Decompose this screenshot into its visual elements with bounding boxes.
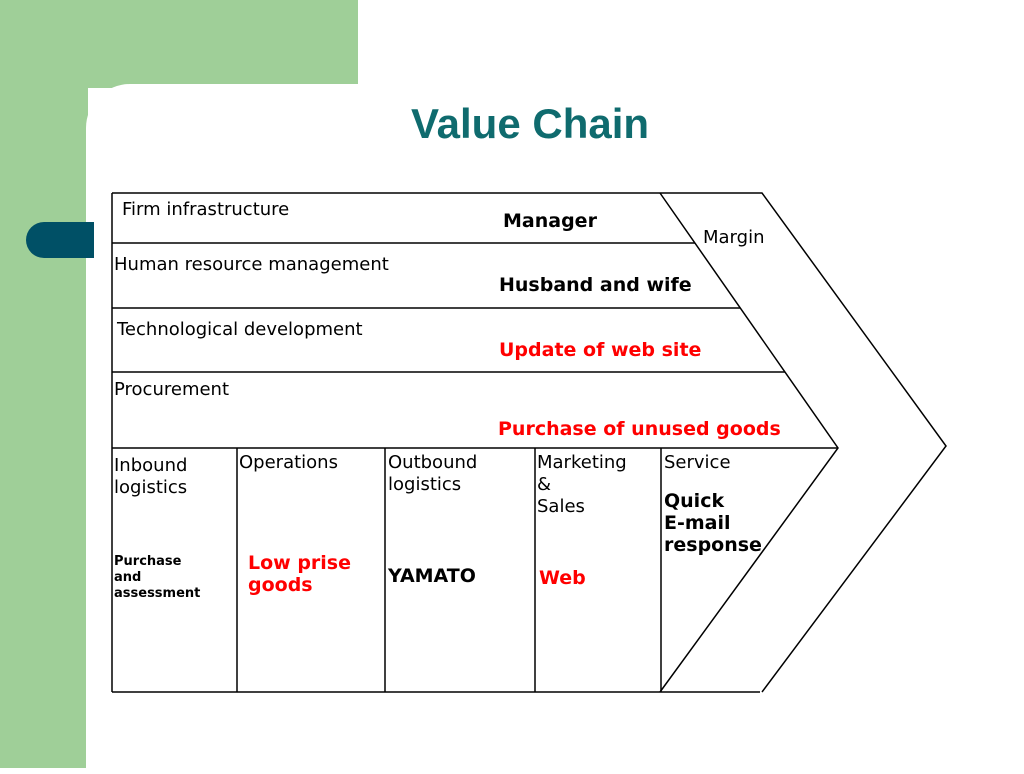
left-green-band bbox=[0, 0, 88, 768]
primary-value-service-2: E-mail bbox=[664, 512, 731, 534]
primary-label-marketing-1: Marketing bbox=[537, 452, 627, 473]
margin-inner-boundary bbox=[659, 192, 839, 693]
support-label-firm-infrastructure: Firm infrastructure bbox=[122, 199, 289, 220]
top-green-band bbox=[0, 0, 358, 88]
primary-label-service: Service bbox=[664, 452, 731, 473]
slide-card bbox=[86, 84, 1024, 774]
primary-label-outbound-2: logistics bbox=[388, 474, 461, 495]
primary-label-marketing-3: Sales bbox=[537, 496, 585, 517]
support-label-tech-development: Technological development bbox=[116, 319, 363, 340]
slide-title: Value Chain bbox=[410, 100, 650, 147]
primary-value-service-3: response bbox=[664, 534, 762, 556]
primary-value-inbound-2: and bbox=[114, 570, 141, 585]
primary-value-inbound-1: Purchase bbox=[114, 554, 182, 569]
primary-label-marketing-2: & bbox=[537, 474, 551, 495]
support-label-procurement: Procurement bbox=[114, 379, 229, 400]
support-value-hr-management: Husband and wife bbox=[499, 274, 692, 296]
primary-label-outbound-1: Outbound bbox=[388, 452, 477, 473]
primary-value-outbound: YAMATO bbox=[387, 565, 476, 587]
primary-value-operations-2: goods bbox=[248, 574, 313, 596]
primary-label-inbound-2: logistics bbox=[114, 477, 187, 498]
primary-value-inbound-3: assessment bbox=[114, 586, 200, 601]
support-label-hr-management: Human resource management bbox=[114, 254, 389, 275]
support-value-procurement: Purchase of unused goods bbox=[498, 418, 781, 440]
primary-label-operations: Operations bbox=[239, 452, 338, 473]
margin-label: Margin bbox=[703, 227, 764, 248]
primary-value-operations-1: Low prise bbox=[248, 552, 351, 574]
primary-label-inbound-1: Inbound bbox=[114, 455, 187, 476]
primary-value-service-1: Quick bbox=[664, 490, 724, 512]
support-value-tech-development: Update of web site bbox=[499, 339, 701, 361]
primary-value-marketing: Web bbox=[539, 567, 586, 589]
support-value-firm-infrastructure: Manager bbox=[503, 210, 598, 232]
margin-chevron bbox=[660, 192, 947, 693]
decorative-tab bbox=[26, 222, 94, 258]
